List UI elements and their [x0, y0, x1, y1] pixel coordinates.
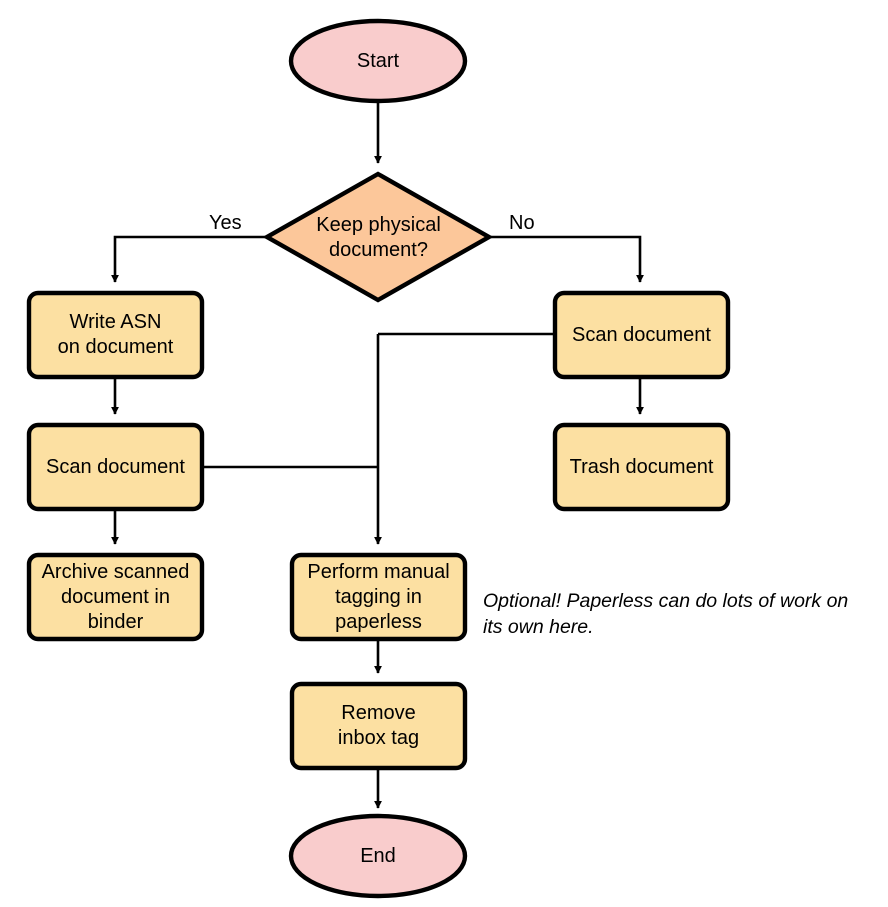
edge-label-no: No — [509, 212, 535, 234]
node-remove-inbox-tag-shape[interactable] — [289, 681, 468, 771]
node-end-shape[interactable] — [288, 813, 468, 899]
edge-layer — [111, 103, 644, 809]
edge-label-yes: Yes — [209, 212, 242, 234]
node-perform-manual-tagging-shape[interactable] — [289, 552, 468, 642]
node-trash-document-shape[interactable] — [552, 422, 731, 512]
node-layer — [26, 18, 731, 899]
node-scan-document-right-shape[interactable] — [552, 290, 731, 380]
node-start-shape[interactable] — [288, 18, 468, 104]
edge-decision-yes-to-write-asn — [111, 235, 266, 283]
edge-decision-no-to-scan-right — [491, 235, 644, 283]
node-decision-keep-physical-shape[interactable] — [262, 171, 494, 303]
node-write-asn-shape[interactable] — [26, 290, 205, 380]
node-archive-scanned-shape[interactable] — [26, 552, 205, 642]
annotation-optional-note: Optional! Paperless can do lots of work … — [483, 590, 849, 638]
node-scan-document-left-shape[interactable] — [26, 422, 205, 512]
